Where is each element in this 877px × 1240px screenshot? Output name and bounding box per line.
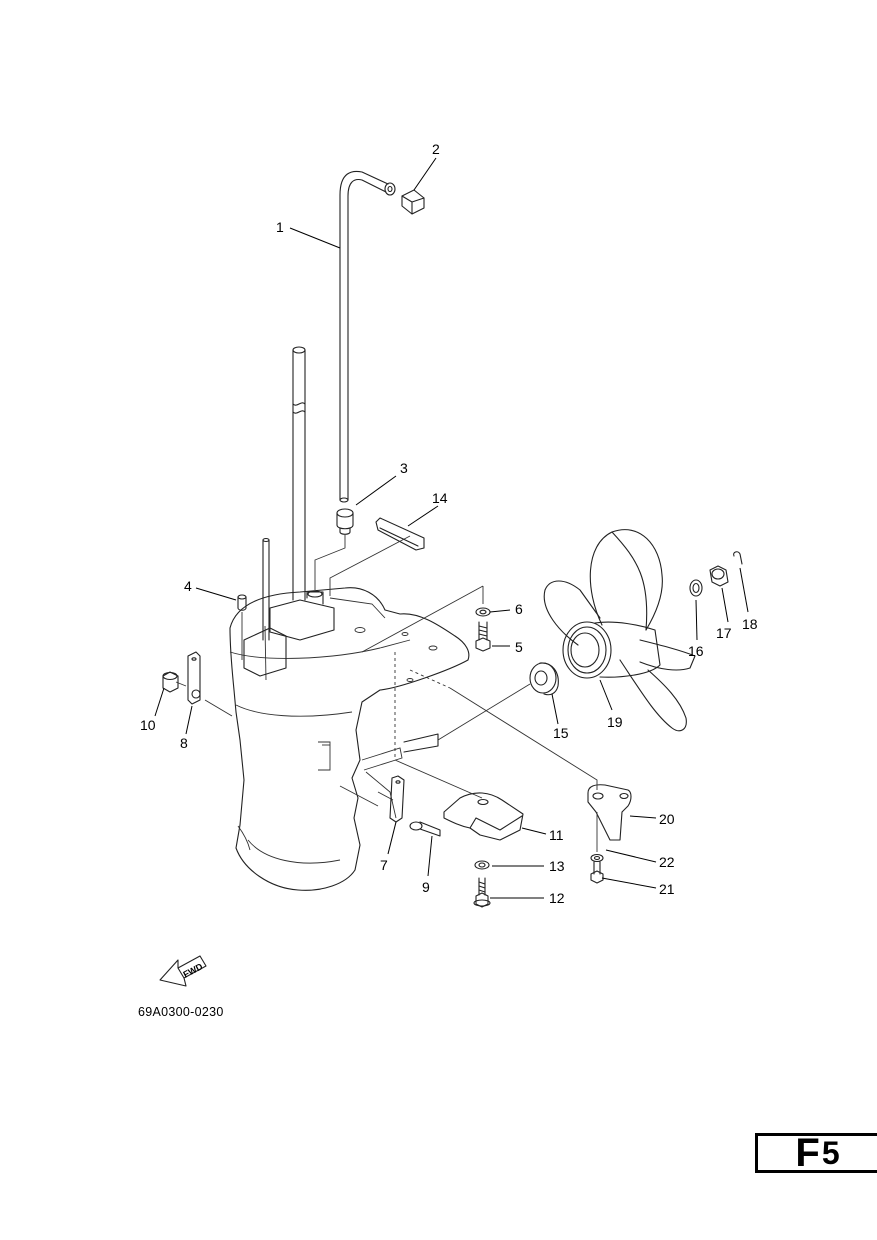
callout-6: 6 xyxy=(515,601,523,617)
nut-part-17 xyxy=(709,565,729,587)
lower-casing xyxy=(229,346,470,891)
callout-17: 17 xyxy=(716,625,732,641)
fwd-arrow: FWD xyxy=(159,955,207,987)
anode-part-11 xyxy=(443,792,524,841)
callout-8: 8 xyxy=(180,735,188,751)
callout-labels: 1 2 3 4 5 6 7 8 9 10 11 12 13 14 15 16 1… xyxy=(140,141,758,906)
callout-18: 18 xyxy=(742,616,758,632)
callout-15: 15 xyxy=(553,725,569,741)
page-tag-letter: F xyxy=(795,1131,820,1175)
assembly-lines xyxy=(175,534,598,852)
washer-part-6 xyxy=(475,607,491,617)
anode-part-20 xyxy=(587,784,632,841)
washer-part-16 xyxy=(689,579,703,597)
page-tag-digit: 5 xyxy=(821,1135,840,1171)
callout-5: 5 xyxy=(515,639,523,655)
callout-12: 12 xyxy=(549,890,565,906)
leader-lines xyxy=(154,157,749,899)
drawing-code: 69A0300-0230 xyxy=(138,1005,224,1019)
bolt-part-5 xyxy=(475,621,491,652)
callout-10: 10 xyxy=(140,717,156,733)
propeller-part-19 xyxy=(543,529,696,732)
callout-11: 11 xyxy=(549,827,564,843)
cotter-pin-part-18 xyxy=(733,551,743,565)
bracket-part-8 xyxy=(187,651,201,705)
bracket-part-7 xyxy=(389,775,405,823)
callout-21: 21 xyxy=(659,881,675,897)
callout-7: 7 xyxy=(380,857,388,873)
nut-part-10 xyxy=(162,671,179,693)
callout-1: 1 xyxy=(276,219,284,235)
callout-14: 14 xyxy=(432,490,448,506)
bolt-part-21 xyxy=(590,861,604,884)
dowel-pin-part-4 xyxy=(237,594,247,611)
callout-22: 22 xyxy=(659,854,675,870)
grommet-part-2 xyxy=(401,189,425,215)
bolt-part-12 xyxy=(473,877,491,908)
washer-part-13 xyxy=(474,860,490,870)
callout-20: 20 xyxy=(659,811,675,827)
page-tag: F 5 xyxy=(755,1133,877,1173)
callout-16: 16 xyxy=(688,643,704,659)
callout-19: 19 xyxy=(607,714,623,730)
screw-part-9 xyxy=(409,821,441,837)
callout-13: 13 xyxy=(549,858,565,874)
washer-part-22 xyxy=(590,853,604,863)
water-tube-part-1 xyxy=(339,170,396,503)
seal-part-3 xyxy=(336,508,354,535)
callout-2: 2 xyxy=(432,141,440,157)
plate-part-14 xyxy=(375,517,425,551)
callout-4: 4 xyxy=(184,578,192,594)
bushing-part-15 xyxy=(529,662,559,696)
callout-9: 9 xyxy=(422,879,430,895)
callout-3: 3 xyxy=(400,460,408,476)
